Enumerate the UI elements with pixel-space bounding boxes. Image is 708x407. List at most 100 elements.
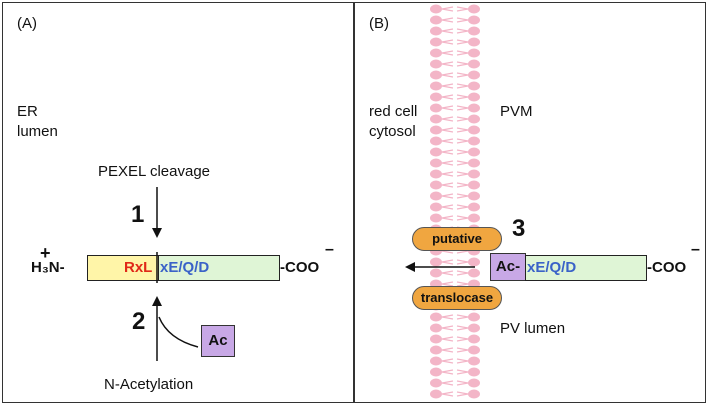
lipid-tail (456, 325, 469, 331)
lipid-head (430, 125, 442, 135)
lipid-tail (441, 380, 454, 386)
lipid-tail (456, 116, 469, 122)
n-acetylation-label: N-Acetylation (104, 376, 194, 393)
lipid-tail (456, 138, 469, 144)
lipid-head (430, 59, 442, 69)
lipid-tail (456, 50, 469, 56)
lipid-tail (441, 61, 454, 67)
lipid-head (430, 323, 442, 333)
lipid-tail (456, 336, 469, 342)
lipid-tail (441, 182, 454, 188)
lipid-tail (441, 193, 454, 199)
lipid-tail (456, 182, 469, 188)
xeqd-motif-label: xE/Q/D (160, 259, 210, 276)
lipid-head (468, 59, 480, 69)
lipid-tail (441, 314, 454, 320)
acetyl-group-box: Ac (201, 325, 235, 357)
lipid-head (468, 147, 480, 157)
lipid-tail (441, 116, 454, 122)
lipid-tail (456, 127, 469, 133)
lipid-head (468, 180, 480, 190)
lipid-head (468, 378, 480, 388)
lipid-head (430, 378, 442, 388)
lipid-head (430, 15, 442, 25)
lipid-head (430, 268, 442, 278)
c-terminus-label: -COO (280, 259, 320, 276)
lipid-head (468, 367, 480, 377)
lipid-tail (456, 369, 469, 375)
lipid-head (468, 334, 480, 344)
step-2-number: 2 (132, 308, 146, 335)
step-1-number: 1 (131, 201, 145, 228)
lipid-head (430, 70, 442, 80)
lipid-tail (456, 94, 469, 100)
lipid-head (430, 257, 442, 267)
minus-sign-b: – (691, 241, 700, 258)
lipid-head (468, 169, 480, 179)
pvm-label: PVM (500, 103, 533, 120)
lipid-head (468, 202, 480, 212)
lipid-tail (456, 171, 469, 177)
lipid-head (468, 345, 480, 355)
lipid-tail (456, 270, 469, 276)
lipid-head (430, 81, 442, 91)
lipid-head (430, 103, 442, 113)
translocase-label: translocase (420, 290, 494, 305)
lipid-tail (441, 215, 454, 221)
panel-a: (A) ER lumen PEXEL cleavage 1 2 + H₃N- R… (2, 2, 354, 403)
lipid-tail (456, 215, 469, 221)
lipid-tail (441, 39, 454, 45)
pexel-segment-yellow: RxL (87, 255, 159, 281)
lipid-head (430, 367, 442, 377)
lipid-head (430, 4, 442, 14)
putative-label: putative (432, 231, 482, 246)
lipid-head (468, 257, 480, 267)
lipid-head (430, 312, 442, 322)
lipid-tail (441, 171, 454, 177)
lipid-tail (456, 72, 469, 78)
lipid-head (468, 268, 480, 278)
lipid-head (468, 26, 480, 36)
lipid-tail (456, 391, 469, 397)
lipid-tail (441, 369, 454, 375)
lipid-tail (456, 28, 469, 34)
er-label: ER (17, 103, 38, 120)
lipid-head (468, 114, 480, 124)
pexel-segment-green: xE/Q/D (158, 255, 280, 281)
lipid-tail (441, 6, 454, 12)
panel-b: (B) red cell cytosol PVM PV lumen 3 puta… (354, 2, 706, 403)
cytosol-label: cytosol (369, 123, 416, 140)
lipid-tail (456, 39, 469, 45)
acetyl-cap-box: Ac- (490, 253, 526, 281)
lipid-head (430, 191, 442, 201)
lipid-tail (456, 347, 469, 353)
lipid-tail (456, 259, 469, 265)
n-terminus-label: H₃N- (31, 259, 65, 276)
pv-lumen-label: PV lumen (500, 320, 566, 337)
ac-label: Ac (208, 332, 228, 349)
lipid-head (430, 202, 442, 212)
lipid-head (430, 114, 442, 124)
lipid-head (468, 92, 480, 102)
lipid-tail (456, 380, 469, 386)
lipid-head (430, 389, 442, 399)
rxl-motif-label: RxL (124, 259, 153, 276)
lipid-tail (441, 17, 454, 23)
lipid-head (468, 103, 480, 113)
lipid-tail (456, 6, 469, 12)
lipid-tail (456, 105, 469, 111)
lipid-tail (441, 105, 454, 111)
lipid-tail (456, 83, 469, 89)
lipid-head (468, 136, 480, 146)
lipid-tail (456, 149, 469, 155)
lipid-head (430, 356, 442, 366)
lipid-tail (456, 193, 469, 199)
lipid-tail (441, 72, 454, 78)
lipid-head (468, 81, 480, 91)
lipid-head (430, 180, 442, 190)
lipid-head (430, 48, 442, 58)
lipid-head (468, 356, 480, 366)
lipid-head (430, 37, 442, 47)
lipid-head (468, 125, 480, 135)
lipid-head (430, 334, 442, 344)
